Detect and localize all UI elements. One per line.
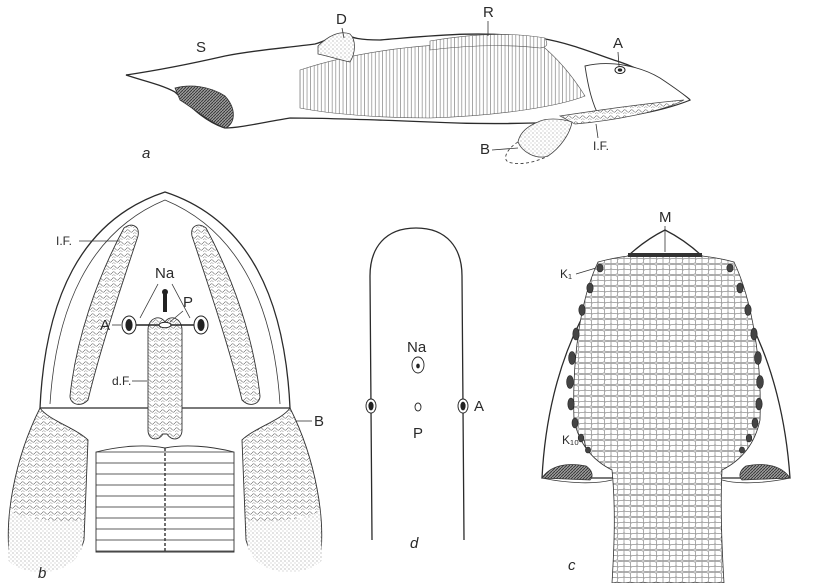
panel-c-pore-left-4 (573, 328, 579, 340)
panel-c-pore-left-2 (587, 283, 593, 293)
panel-d-outline-view: Na A P d (366, 228, 484, 552)
panel-a-label-R: R (483, 4, 494, 21)
panel-d-label-Na: Na (407, 339, 427, 356)
panel-d-eye-right (458, 399, 468, 413)
panel-b-label-A: A (100, 317, 110, 334)
panel-c-pore-right-2 (737, 283, 743, 293)
panel-c-median-bar (628, 253, 702, 257)
panel-c-pore-right-8 (752, 418, 758, 428)
panel-c-pore-left-6 (567, 376, 574, 389)
panel-c-pore-right-3 (745, 305, 751, 316)
panel-c-pore-right-10 (739, 447, 744, 453)
panel-c-pore-right-5 (755, 352, 762, 365)
panel-c-cornu-right (740, 465, 790, 481)
panel-a-leader-IF (596, 124, 598, 138)
panel-a-label-IF: I.F. (593, 139, 609, 153)
panel-b-letter: b (38, 565, 46, 582)
panel-a-dorsal-fin (318, 33, 355, 62)
panel-b-label-Na: Na (155, 265, 175, 282)
panel-b-dorsal-field (148, 318, 182, 439)
panel-d-letter: d (410, 535, 419, 552)
panel-c-pore-left-5 (569, 352, 576, 365)
panel-c-central-mosaic (574, 254, 761, 583)
panel-c-pore-right-6 (757, 376, 764, 389)
panel-a-label-A: A (613, 35, 623, 52)
panel-b-label-P: P (183, 294, 193, 311)
panel-b-eye-left (122, 316, 136, 334)
panel-a-label-B: B (480, 141, 490, 158)
panel-c-pore-right-7 (756, 398, 762, 410)
panel-b-infraorbital-field-right (192, 225, 260, 404)
panel-c-pore-left-7 (568, 398, 574, 410)
panel-c-letter: c (568, 557, 576, 574)
panel-d-nasal-dot (416, 364, 420, 369)
panel-d-pineal-opening (415, 403, 421, 411)
panel-a-letter: a (142, 145, 150, 162)
panel-c-pore-left-1 (597, 264, 603, 272)
panel-c-dorsal-view: M K₁ K₁₀ c (542, 209, 790, 583)
panel-a-leader-B (492, 148, 518, 150)
panel-a-pectoral-fin (518, 119, 572, 157)
panel-c-pore-left-8 (572, 418, 578, 428)
panel-c-pore-right-4 (751, 328, 757, 340)
panel-b-ventral-view: I.F. Na P A d.F. B b (8, 192, 324, 582)
panel-d-label-P: P (413, 425, 423, 442)
panel-b-label-dF: d.F. (112, 374, 131, 388)
panel-a-label-S: S (196, 39, 206, 56)
panel-c-cornu-left (542, 465, 592, 481)
panel-a-label-D: D (336, 11, 347, 28)
panel-d-eye-left (366, 399, 376, 413)
panel-c-pore-right-9 (746, 434, 752, 442)
panel-a-eye (615, 67, 625, 74)
panel-c-label-K10: K₁₀ (562, 433, 579, 447)
panel-b-nasal-dot (162, 289, 168, 295)
panel-b-eye-right (194, 316, 208, 334)
panel-c-label-K1: K₁ (560, 267, 572, 281)
panel-b-pineal (159, 322, 171, 328)
panel-b-label-IF: I.F. (56, 234, 72, 248)
panel-d-label-A: A (474, 398, 484, 415)
panel-a-lateral-view: S D R A B I.F. a (126, 4, 690, 164)
panel-c-pore-right-1 (727, 264, 733, 272)
panel-b-label-B: B (314, 413, 324, 430)
panel-c-label-M: M (659, 209, 672, 226)
panel-a-tail-patch (175, 86, 233, 128)
panel-c-pore-left-3 (579, 305, 585, 316)
panel-d-head-outline (370, 228, 464, 540)
panel-b-nasal-opening (163, 293, 167, 312)
panel-b-leader-Na-left (140, 284, 158, 318)
